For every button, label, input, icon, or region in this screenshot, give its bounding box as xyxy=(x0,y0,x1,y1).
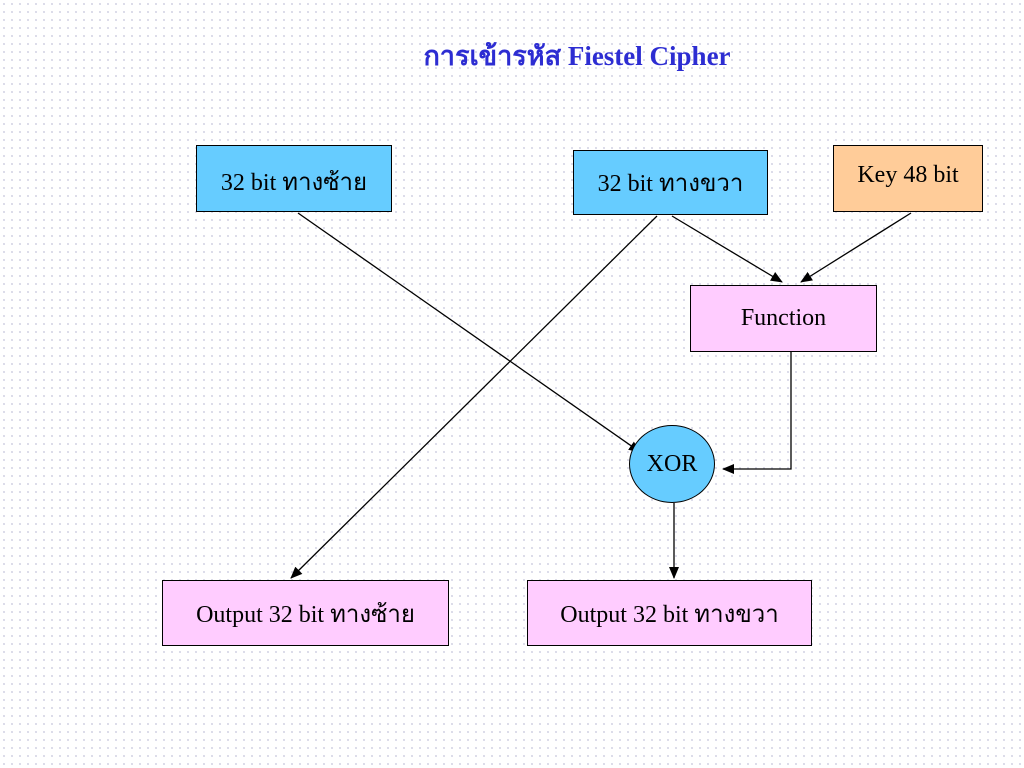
key-box: Key 48 bit xyxy=(833,145,983,212)
edge-key-to-function xyxy=(800,212,912,283)
left-output-label: Output 32 bit ทางซ้าย xyxy=(196,601,415,628)
function-label: Function xyxy=(740,305,827,331)
edge-left-input-to-xor xyxy=(297,212,641,453)
edge-right-input-to-left-output xyxy=(290,215,658,579)
page-title: การเข้ารหัส Fiestel Cipher xyxy=(423,41,731,71)
edge-function-to-xor xyxy=(722,352,792,474)
key-label: Key 48 bit xyxy=(857,162,959,188)
right-input-box: 32 bit ทางขวา xyxy=(573,150,768,215)
xor-label: XOR xyxy=(646,450,698,477)
right-output-label: Output 32 bit ทางขวา xyxy=(560,601,779,628)
function-box: Function xyxy=(690,285,877,352)
edge-right-input-to-function xyxy=(671,215,783,283)
xor-node: XOR xyxy=(629,425,715,503)
left-input-label: 32 bit ทางซ้าย xyxy=(220,170,368,196)
right-input-label: 32 bit ทางขวา xyxy=(597,171,744,197)
left-input-box: 32 bit ทางซ้าย xyxy=(196,145,392,212)
left-output-box: Output 32 bit ทางซ้าย xyxy=(162,580,449,646)
right-output-box: Output 32 bit ทางขวา xyxy=(527,580,812,646)
